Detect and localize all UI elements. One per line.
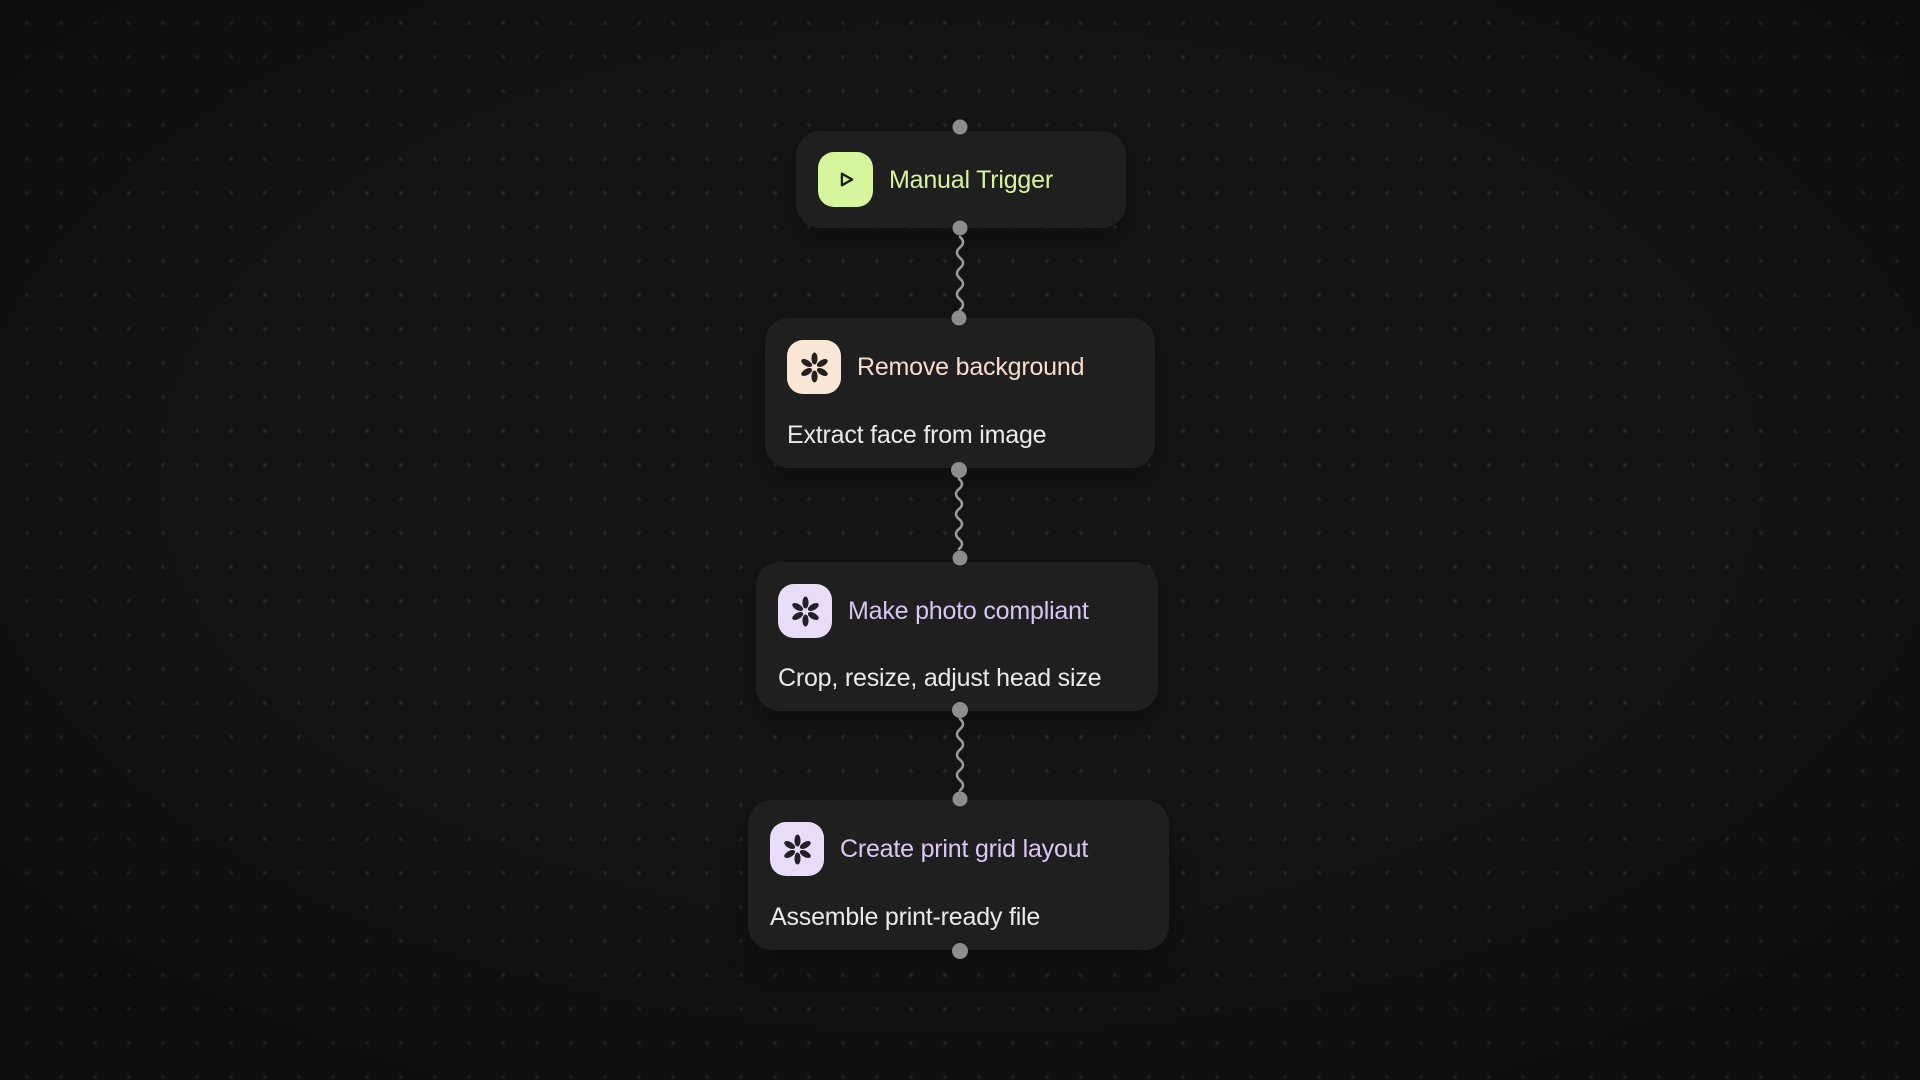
node-subtitle: Crop, resize, adjust head size <box>778 664 1102 693</box>
connection-port[interactable] <box>951 310 967 326</box>
connection-edge[interactable] <box>954 477 964 551</box>
asterisk-icon <box>778 584 832 638</box>
connection-port[interactable] <box>952 550 968 566</box>
asterisk-icon <box>787 340 841 394</box>
node-subtitle: Extract face from image <box>787 421 1047 450</box>
connection-port[interactable] <box>952 220 968 236</box>
node-title: Manual Trigger <box>889 165 1053 194</box>
node-create-print-grid-layout[interactable]: Create print grid layout Assemble print-… <box>748 800 1169 950</box>
node-subtitle: Assemble print-ready file <box>770 903 1041 932</box>
connection-edge[interactable] <box>955 717 965 792</box>
connection-edge[interactable] <box>955 235 965 312</box>
connection-port[interactable] <box>952 791 968 807</box>
node-remove-background[interactable]: Remove background Extract face from imag… <box>765 318 1155 468</box>
connection-port[interactable] <box>951 462 967 478</box>
node-manual-trigger[interactable]: Manual Trigger <box>796 131 1126 228</box>
asterisk-icon <box>770 822 824 876</box>
connection-port[interactable] <box>952 943 968 959</box>
connection-port[interactable] <box>952 119 968 135</box>
node-title: Create print grid layout <box>840 835 1089 863</box>
node-title: Remove background <box>857 353 1085 381</box>
node-title: Make photo compliant <box>848 597 1089 625</box>
connection-port[interactable] <box>952 702 968 718</box>
play-icon <box>818 152 873 207</box>
node-make-photo-compliant[interactable]: Make photo compliant Crop, resize, adjus… <box>756 562 1158 711</box>
